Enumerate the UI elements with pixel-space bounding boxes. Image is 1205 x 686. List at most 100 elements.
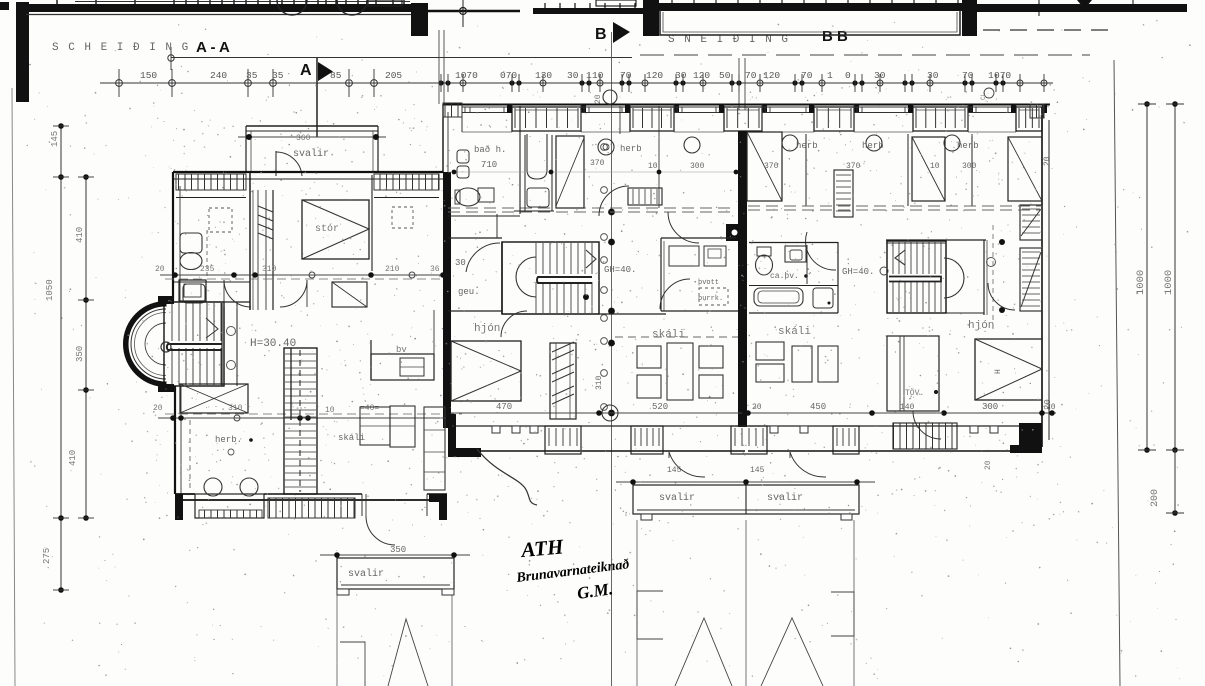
- svg-text:10: 10: [592, 70, 604, 81]
- svg-text:410: 410: [75, 227, 85, 243]
- svg-text:þurrk.: þurrk.: [698, 295, 723, 303]
- svg-text:bað h.: bað h.: [474, 144, 506, 155]
- svg-text:145: 145: [667, 466, 682, 475]
- svg-text:svalir: svalir: [348, 568, 384, 580]
- svg-text:360: 360: [296, 134, 311, 143]
- svg-text:70: 70: [620, 70, 632, 81]
- svg-text:310: 310: [262, 265, 277, 274]
- svg-text:275: 275: [42, 548, 52, 564]
- svg-text:TÖV.: TÖV.: [905, 389, 924, 398]
- svg-text:710: 710: [481, 160, 497, 170]
- svg-text:ATH: ATH: [518, 534, 565, 562]
- svg-text:10: 10: [648, 162, 658, 171]
- svg-text:300: 300: [962, 162, 977, 171]
- svg-text:120: 120: [646, 70, 663, 81]
- svg-text:310: 310: [595, 375, 604, 390]
- svg-text:470: 470: [496, 402, 512, 412]
- svg-text:120: 120: [763, 70, 780, 81]
- svg-text:30: 30: [927, 70, 939, 81]
- svg-text:450: 450: [810, 402, 826, 412]
- svg-text:200: 200: [1150, 489, 1161, 507]
- svg-text:ca.þv.: ca.þv.: [770, 272, 799, 281]
- svg-text:150: 150: [140, 70, 157, 81]
- svg-text:140: 140: [900, 403, 915, 412]
- svg-text:370: 370: [846, 162, 861, 171]
- svg-text:20: 20: [1046, 403, 1056, 412]
- svg-text:10: 10: [930, 162, 940, 171]
- svg-text:20: 20: [1043, 399, 1053, 410]
- svg-text:herb.: herb.: [215, 435, 242, 445]
- svg-text:205: 205: [385, 70, 402, 81]
- svg-text:70: 70: [962, 70, 974, 81]
- svg-text:G.M.: G.M.: [576, 579, 614, 603]
- svg-text:85: 85: [330, 70, 342, 81]
- svg-text:20: 20: [594, 94, 603, 104]
- svg-text:235: 235: [200, 265, 215, 274]
- svg-text:bv: bv: [396, 345, 407, 355]
- svg-text:H: H: [994, 369, 1003, 374]
- svg-text:310: 310: [228, 404, 243, 413]
- svg-text:300: 300: [982, 402, 998, 412]
- svg-text:herb: herb: [620, 144, 642, 154]
- svg-text:1000: 1000: [1163, 270, 1175, 295]
- svg-text:35: 35: [272, 70, 284, 81]
- svg-text:A: A: [300, 62, 312, 79]
- svg-text:GH=40.: GH=40.: [604, 265, 636, 275]
- svg-text:350: 350: [390, 545, 406, 555]
- svg-text:herb: herb: [862, 141, 884, 151]
- svg-text:30: 30: [675, 70, 687, 81]
- svg-text:20: 20: [155, 265, 165, 274]
- svg-text:S C H E I Ð I N G: S C H E I Ð I N G: [52, 42, 190, 54]
- svg-text:520: 520: [652, 402, 668, 412]
- svg-text:410: 410: [68, 450, 78, 466]
- svg-text:20: 20: [752, 403, 762, 412]
- svg-text:svalir: svalir: [293, 148, 329, 160]
- svg-text:B: B: [595, 26, 607, 43]
- svg-text:35: 35: [246, 70, 258, 81]
- svg-text:145: 145: [750, 466, 765, 475]
- svg-text:130: 130: [535, 70, 552, 81]
- svg-text:120: 120: [693, 70, 710, 81]
- svg-text:70: 70: [801, 70, 813, 81]
- svg-text:S N E I Ð I N G: S N E I Ð I N G: [668, 34, 790, 46]
- svg-text:210: 210: [385, 265, 400, 274]
- svg-text:20: 20: [984, 460, 993, 470]
- svg-text:30: 30: [567, 70, 579, 81]
- svg-text:350: 350: [75, 346, 85, 362]
- svg-text:skáli: skáli: [652, 329, 685, 341]
- svg-text:10: 10: [325, 406, 335, 415]
- svg-text:50: 50: [719, 70, 731, 81]
- svg-text:CL: CL: [980, 92, 987, 100]
- svg-text:hjón: hjón: [474, 323, 500, 335]
- svg-text:H=30.40: H=30.40: [250, 338, 296, 350]
- svg-text:svalir: svalir: [659, 492, 695, 504]
- svg-text:1: 1: [586, 70, 592, 81]
- svg-text:geu.: geu.: [458, 287, 480, 297]
- svg-text:070: 070: [994, 70, 1011, 81]
- svg-text:stór: stór: [315, 223, 339, 235]
- svg-text:herb: herb: [957, 141, 979, 151]
- svg-text:36: 36: [430, 265, 440, 274]
- svg-text:0: 0: [845, 70, 851, 81]
- svg-text:300: 300: [690, 162, 705, 171]
- svg-text:070: 070: [500, 70, 517, 81]
- svg-text:1000: 1000: [1135, 270, 1147, 295]
- svg-text:145: 145: [50, 131, 60, 147]
- svg-text:70: 70: [745, 70, 757, 81]
- svg-text:20: 20: [153, 404, 163, 413]
- svg-text:30: 30: [455, 258, 466, 268]
- svg-text:herb: herb: [796, 141, 818, 151]
- svg-text:30: 30: [874, 70, 886, 81]
- svg-text:1: 1: [988, 70, 994, 81]
- svg-text:svalir: svalir: [767, 492, 803, 504]
- svg-text:=40=: =40=: [360, 404, 379, 413]
- svg-text:20: 20: [1043, 156, 1052, 166]
- svg-text:skáli: skáli: [338, 433, 365, 443]
- svg-text:1: 1: [827, 70, 833, 81]
- svg-text:A - A: A - A: [196, 39, 230, 56]
- svg-text:370: 370: [590, 159, 605, 168]
- svg-text:1070: 1070: [455, 70, 478, 81]
- svg-text:1050: 1050: [45, 279, 55, 301]
- svg-text:hjón: hjón: [968, 320, 994, 332]
- svg-text:240: 240: [210, 70, 227, 81]
